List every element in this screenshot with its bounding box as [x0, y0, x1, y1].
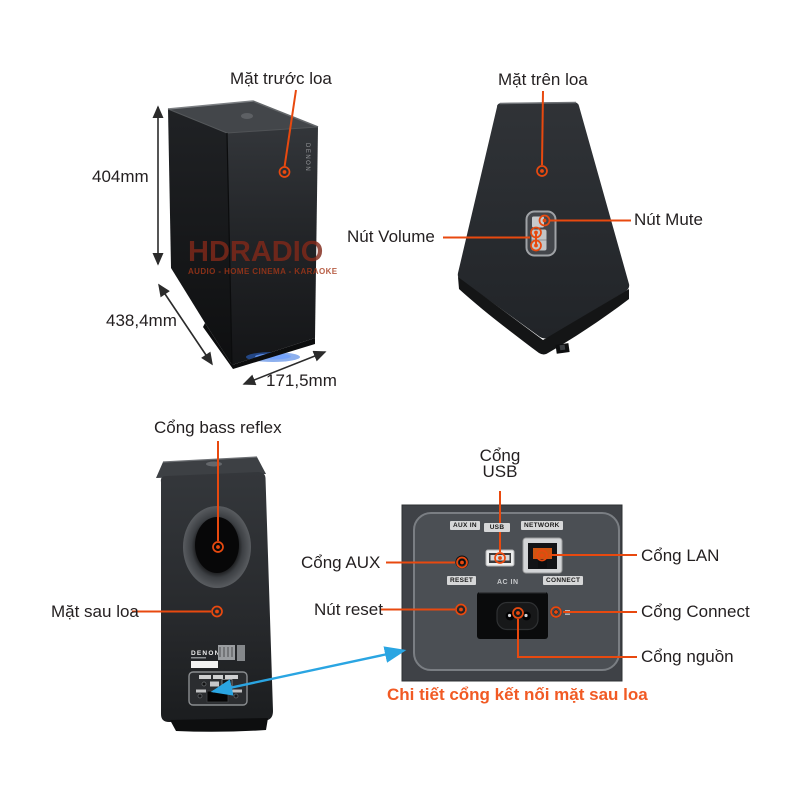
- label-dim-width: 171,5mm: [266, 371, 337, 390]
- depth-arrow: [158, 283, 213, 366]
- label-aux-port: Cổng AUX: [301, 553, 381, 572]
- detail-panel-illustration: [401, 504, 623, 682]
- sticker-white: [191, 661, 218, 668]
- label-dim-height: 404mm: [92, 167, 149, 186]
- label-power-port: Cổng nguồn: [641, 647, 734, 666]
- front-speaker-illustration: DENON: [167, 100, 319, 369]
- back-brand: DENON: [191, 650, 220, 657]
- sticker-barcode: [218, 645, 235, 660]
- label-top-face: Mặt trên loa: [498, 70, 588, 89]
- callout-lines: [132, 89, 637, 658]
- width-arrow: [242, 350, 327, 386]
- label-back-face: Mặt sau loa: [51, 602, 139, 621]
- panel-tag-aux-in: AUX IN: [450, 521, 480, 531]
- label-bass-reflex: Cổng bass reflex: [154, 418, 282, 437]
- label-front-face: Mặt trước loa: [230, 69, 332, 88]
- label-volume-button: Nút Volume: [347, 227, 435, 246]
- top-view-speaker-illustration: [457, 101, 630, 355]
- label-mute-button: Nút Mute: [634, 210, 703, 229]
- panel-tag-connect: CONNECT: [543, 576, 584, 586]
- top-emblem: [241, 113, 253, 119]
- panel-text-ac-in: AC IN: [497, 579, 519, 586]
- panel-tag-network: NETWORK: [521, 521, 563, 531]
- panel-tag-usb: USB: [484, 523, 510, 533]
- label-reset-button: Nút reset: [314, 600, 383, 619]
- panel-tag-reset: RESET: [447, 576, 477, 586]
- detail-zoom-arrow: [210, 646, 407, 696]
- detail-caption: Chi tiết cổng kết nối mặt sau loa: [387, 685, 648, 704]
- label-connect-port: Cổng Connect: [641, 602, 750, 621]
- label-dim-depth: 438,4mm: [106, 311, 177, 330]
- callout-markers: [211, 165, 562, 619]
- front-brand-vertical: DENON: [304, 143, 310, 172]
- label-lan-port: Cổng LAN: [641, 546, 720, 565]
- label-usb-port: Cổng USB: [479, 446, 521, 481]
- dimension-arrows: [152, 105, 327, 386]
